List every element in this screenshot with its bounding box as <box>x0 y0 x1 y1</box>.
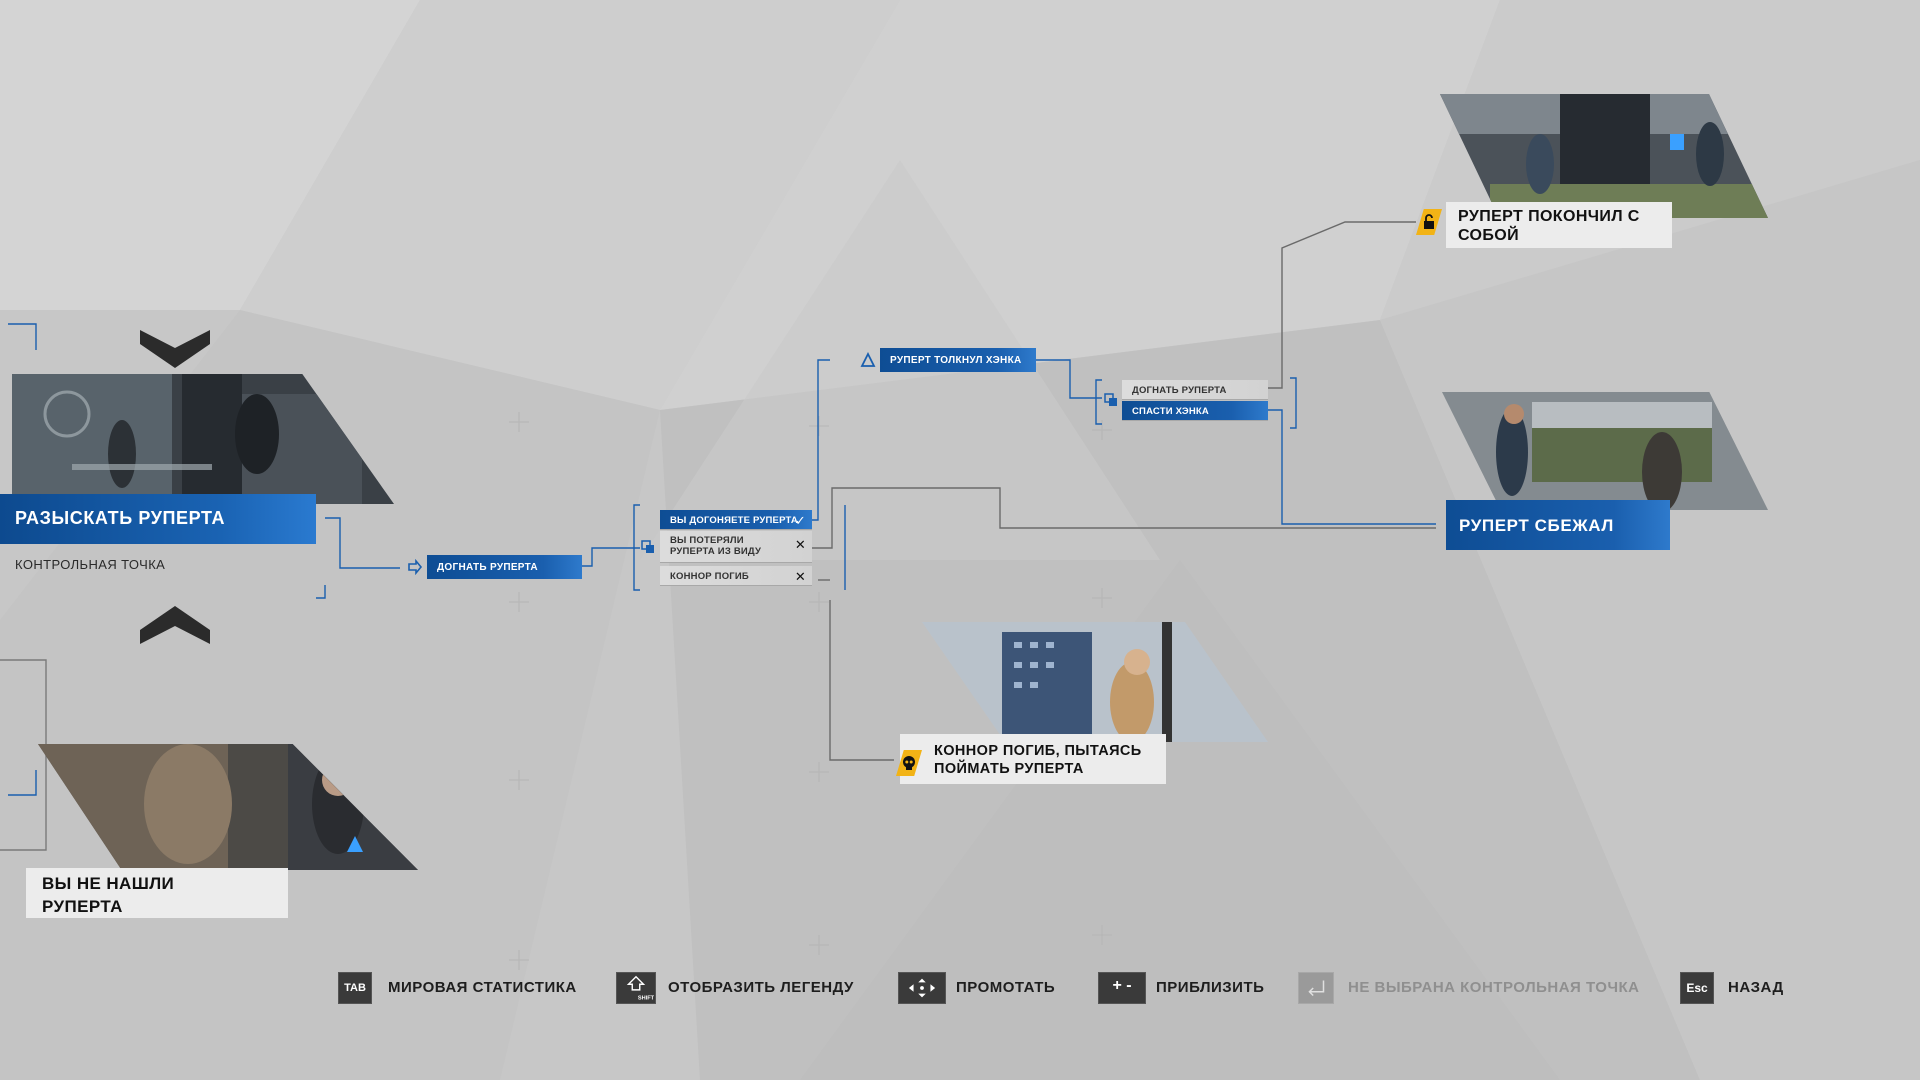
padlock-icon <box>1424 214 1434 229</box>
check-icon: ✓ <box>794 513 806 528</box>
scroll-down-chevron-icon[interactable] <box>140 604 210 644</box>
legend-back[interactable]: НАЗАД <box>1728 979 1784 996</box>
choice-lost-sight[interactable]: ВЫ ПОТЕРЯЛИ РУПЕРТА ИЗ ВИДУ ✕ <box>660 531 812 563</box>
esc-key-label: Esc <box>1686 981 1708 995</box>
outcome-suicide-thumbnail[interactable] <box>1440 94 1768 218</box>
choice-chase-rupert-label: ДОГНАТЬ РУПЕРТА <box>1132 385 1227 396</box>
zoom-keys-label: + - <box>1112 977 1132 994</box>
choice-chase-rupert[interactable]: ДОГНАТЬ РУПЕРТА <box>1122 380 1268 400</box>
chapter-title-banner[interactable]: РАЗЫСКАТЬ РУПЕРТА <box>0 494 316 544</box>
esc-key-icon[interactable]: Esc <box>1680 972 1714 1004</box>
enter-key-icon <box>1298 972 1334 1004</box>
legend-no-checkpoint: НЕ ВЫБРАНА КОНТРОЛЬНАЯ ТОЧКА <box>1348 979 1640 996</box>
cross-icon: ✕ <box>794 569 806 584</box>
legend-show-legend[interactable]: ОТОБРАЗИТЬ ЛЕГЕНДУ <box>668 979 854 996</box>
legend-world-stats[interactable]: МИРОВАЯ СТАТИСТИКА <box>388 979 577 996</box>
svg-text:SHIFT: SHIFT <box>638 995 655 1001</box>
shift-arrow-icon: SHIFT <box>626 975 655 1001</box>
node-chase-rupert[interactable]: ДОГНАТЬ РУПЕРТА <box>427 555 582 579</box>
pan-arrows-icon <box>908 978 936 998</box>
choice-save-hank-label: СПАСТИ ХЭНКА <box>1132 406 1209 417</box>
mouse-pan-icon[interactable] <box>898 972 946 1004</box>
tab-key-icon[interactable]: TAB <box>338 972 372 1004</box>
return-arrow-icon <box>1308 980 1325 997</box>
zoom-keys-icon[interactable]: + - <box>1098 972 1146 1004</box>
legend-scroll[interactable]: ПРОМОТАТЬ <box>956 979 1056 996</box>
outcome-connor-died-label: КОННОР ПОГИБ, ПЫТАЯСЬ ПОЙМАТЬ РУПЕРТА <box>934 743 1142 777</box>
node-rupert-pushed-hank[interactable]: РУПЕРТ ТОЛКНУЛ ХЭНКА <box>880 348 1036 372</box>
choice-catch-up[interactable]: ВЫ ДОГОНЯЕТЕ РУПЕРТА ✓ <box>660 510 812 530</box>
choice-lost-sight-label: ВЫ ПОТЕРЯЛИ РУПЕРТА ИЗ ВИДУ <box>670 535 762 557</box>
node-chase-rupert-label: ДОГНАТЬ РУПЕРТА <box>437 562 538 573</box>
chapter-title: РАЗЫСКАТЬ РУПЕРТА <box>15 508 226 528</box>
cross-icon: ✕ <box>794 537 806 552</box>
path-arrow-icon <box>408 559 423 575</box>
outcome-escaped-label: РУПЕРТ СБЕЖАЛ <box>1459 516 1614 535</box>
triangle-marker-icon <box>860 352 876 367</box>
choice-connor-died[interactable]: КОННОР ПОГИБ ✕ <box>660 566 812 586</box>
outcome-suicide-label: РУПЕРТ ПОКОНЧИЛ С СОБОЙ <box>1458 208 1640 244</box>
outcome-suicide[interactable]: РУПЕРТ ПОКОНЧИЛ С СОБОЙ <box>1446 202 1672 248</box>
choice-catch-up-label: ВЫ ДОГОНЯЕТЕ РУПЕРТА <box>670 515 798 526</box>
outcome-connor-died[interactable]: КОННОР ПОГИБ, ПЫТАЯСЬ ПОЙМАТЬ РУПЕРТА <box>900 734 1166 784</box>
scroll-up-chevron-icon[interactable] <box>140 330 210 370</box>
choice-group-icon <box>641 540 654 553</box>
checkpoint-label: КОНТРОЛЬНАЯ ТОЧКА <box>15 557 166 572</box>
outcome-not-found[interactable]: ВЫ НЕ НАШЛИ РУПЕРТА <box>26 868 288 918</box>
choice-connor-died-label: КОННОР ПОГИБ <box>670 571 749 582</box>
node-rupert-pushed-hank-label: РУПЕРТ ТОЛКНУЛ ХЭНКА <box>890 355 1022 366</box>
shift-key-icon[interactable]: SHIFT <box>616 972 656 1004</box>
outcome-escaped[interactable]: РУПЕРТ СБЕЖАЛ <box>1446 500 1670 550</box>
outcome-not-found-label: ВЫ НЕ НАШЛИ РУПЕРТА <box>42 874 175 916</box>
skull-icon <box>903 756 915 770</box>
legend-zoom[interactable]: ПРИБЛИЗИТЬ <box>1156 979 1265 996</box>
choice-group-icon <box>1104 393 1117 406</box>
outcome-escaped-thumbnail[interactable] <box>1442 392 1768 510</box>
choice-save-hank[interactable]: СПАСТИ ХЭНКА <box>1122 401 1268 421</box>
